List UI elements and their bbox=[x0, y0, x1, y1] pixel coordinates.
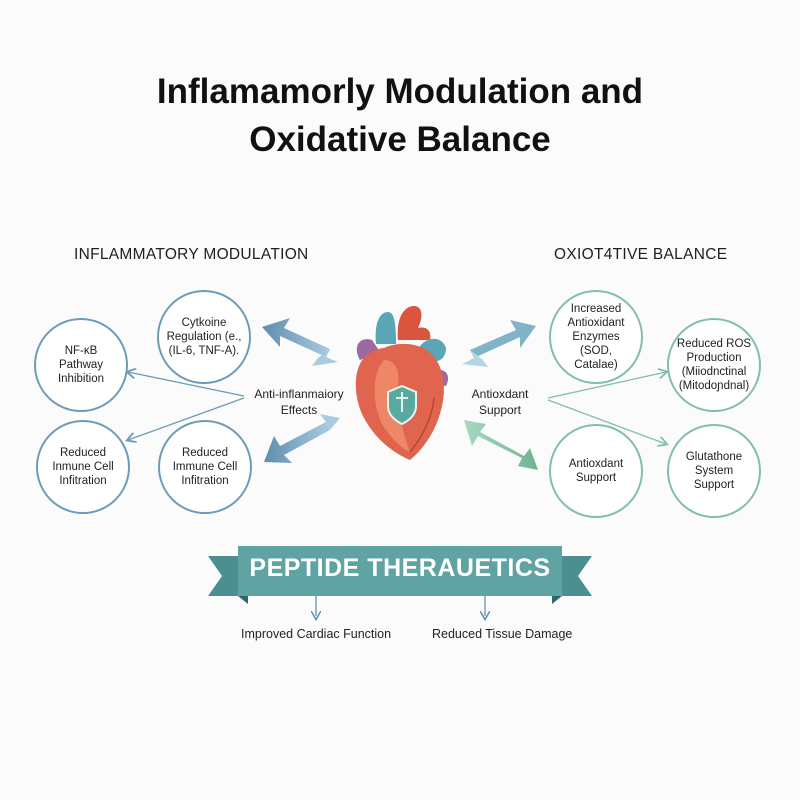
reduced-immune-inner-node: Reduced Immune Cell Infitration bbox=[158, 420, 252, 514]
nfkb-pathway-node: NF-κB Pathway Inhibition bbox=[34, 318, 128, 412]
oxidative-balance-heading: OXIOT4TIVE BALANCE bbox=[554, 246, 728, 263]
outcome-improved-cardiac: Improved Cardiac Function bbox=[241, 627, 392, 641]
connector-reduced-immune bbox=[128, 397, 245, 440]
antioxidant-support-node: Antioxdant Support bbox=[549, 424, 643, 518]
glutathione-node: Glutathone System Support bbox=[667, 424, 761, 518]
reduced-ros-node: Reduced ROS Production (Miiodnctinal (Mi… bbox=[667, 318, 761, 412]
antioxidant-support-text: Antioxdant Support bbox=[568, 458, 624, 484]
connector-glutathione bbox=[547, 399, 666, 444]
antioxidant-enzymes-node: Increased Antioxidant Enzymes (SOD, Cata… bbox=[549, 290, 643, 384]
double-arrow-left-upper bbox=[262, 318, 338, 366]
anti-inflammatory-label: Anti-inflanmaiory Effects bbox=[254, 387, 344, 417]
nfkb-pathway-text: NF-κB Pathway Inhibition bbox=[57, 345, 105, 385]
reduced-immune-outer-node: Reduced Inmune Cell Infitration bbox=[36, 420, 130, 514]
title-line-1: Inflamamorly Modulation and bbox=[156, 72, 644, 111]
connector-reduced-ros bbox=[547, 372, 666, 399]
outcome-reduced-tissue: Reduced Tissue Damage bbox=[432, 627, 573, 641]
reduced-ros-text: Reduced ROS Production (Miiodnctinal (Mi… bbox=[676, 338, 752, 392]
antioxidant-enzymes-text: Increased Antioxidant Enzymes (SOD, Cata… bbox=[567, 303, 625, 371]
title-line-2: Oxidative Balance bbox=[249, 120, 551, 159]
antioxidant-support-label: Antioxdant Support bbox=[471, 387, 529, 417]
diagram-title: Inflamamorly Modulation and Oxidative Ba… bbox=[0, 68, 800, 164]
banner-ribbon bbox=[208, 546, 592, 604]
double-arrow-right-lower bbox=[464, 420, 538, 470]
double-arrow-right-upper bbox=[462, 320, 536, 367]
cytokine-regulation-node: Cytkoine Regulation (e., (IL-6, TNF-A). bbox=[157, 290, 251, 384]
peptide-therapeutics-banner: PEPTIDE THERAUETICS bbox=[249, 553, 551, 582]
cytokine-regulation-text: Cytkoine Regulation (e., (IL-6, TNF-A). bbox=[166, 317, 242, 357]
heart-with-shield-icon bbox=[354, 306, 449, 460]
inflammatory-modulation-heading: INFLAMMATORY MODULATION bbox=[74, 246, 309, 263]
reduced-immune-inner-text: Reduced Immune Cell Infitration bbox=[172, 447, 238, 487]
double-arrow-left-lower bbox=[264, 414, 340, 463]
connector-nfkb bbox=[128, 372, 245, 397]
reduced-immune-outer-text: Reduced Inmune Cell Infitration bbox=[52, 447, 114, 487]
glutathione-text: Glutathone System Support bbox=[685, 451, 743, 491]
